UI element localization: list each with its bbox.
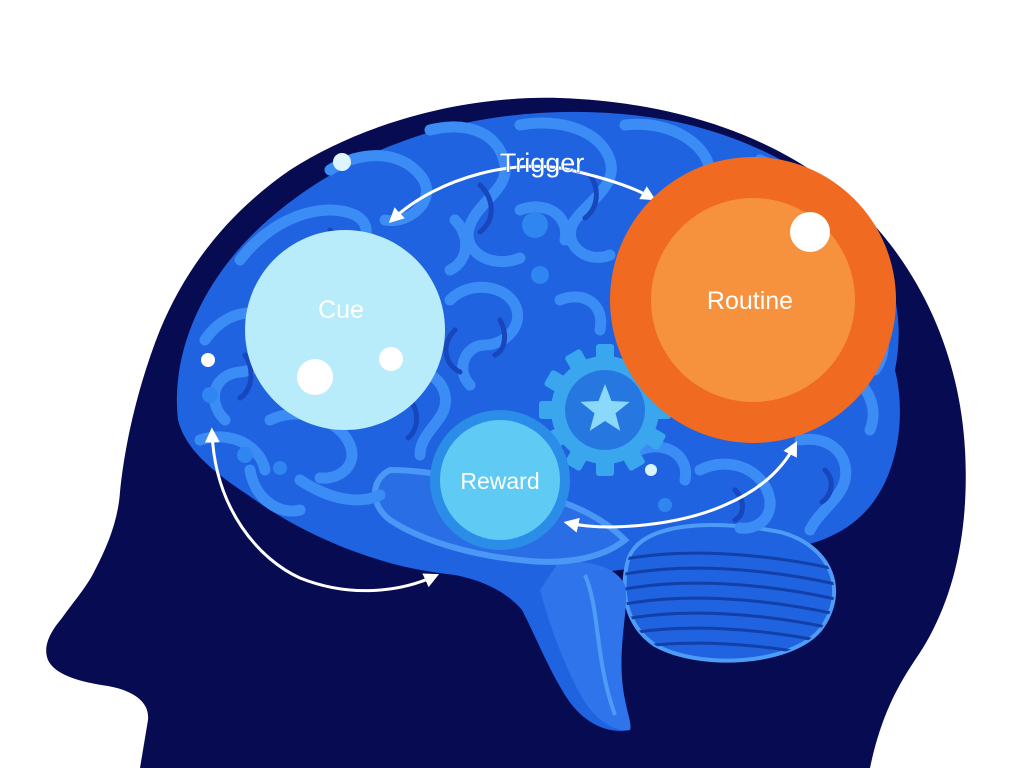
cue-node: Cue xyxy=(201,153,445,430)
arrow-trigger xyxy=(388,164,656,224)
connector-arrows xyxy=(204,164,798,593)
cue-node-circle xyxy=(245,230,445,430)
routine-node: Routine xyxy=(610,157,896,443)
gear-star-icon xyxy=(539,344,671,476)
trigger-label: Trigger xyxy=(500,148,585,178)
arrow-cue-to-reward xyxy=(204,427,440,593)
routine-label: Routine xyxy=(707,287,793,315)
arrow-reward-to-routine xyxy=(563,441,798,533)
reward-node: Reward xyxy=(430,410,657,550)
cerebellum-icon xyxy=(622,523,837,663)
cue-label: Cue xyxy=(318,296,364,324)
reward-label: Reward xyxy=(460,468,539,494)
reward-node-circle xyxy=(440,420,560,540)
